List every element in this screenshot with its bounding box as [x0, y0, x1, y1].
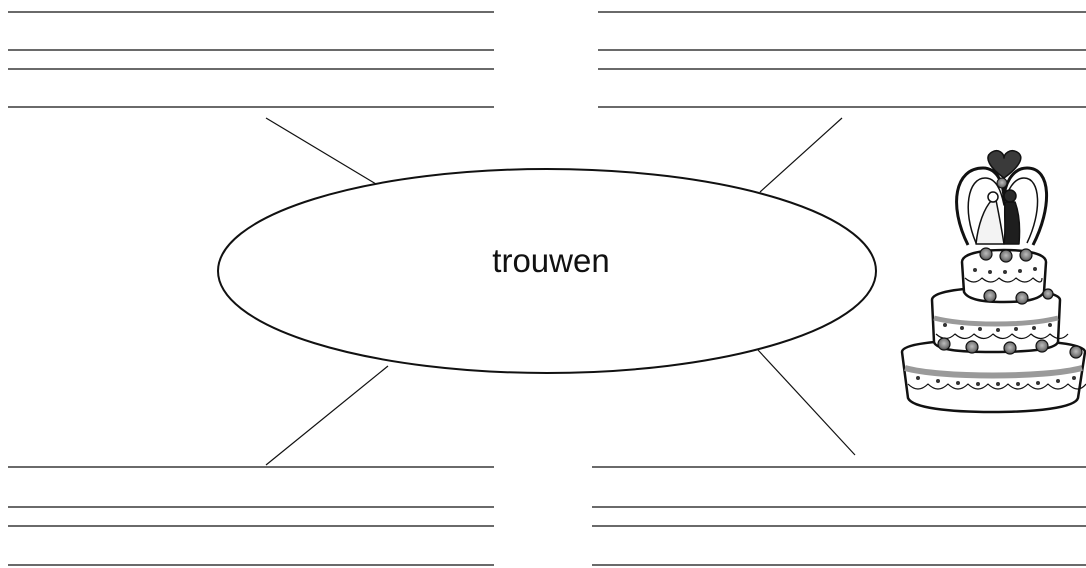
- heart-icon: [987, 149, 1022, 179]
- rose-decoration: [965, 340, 979, 354]
- cake-pearls: [916, 267, 1076, 386]
- pearl-dot: [996, 328, 1000, 332]
- rose-decoration: [1069, 345, 1083, 359]
- bride-head: [987, 191, 999, 203]
- writing-lines-top-right: [598, 11, 1086, 108]
- pearl-dot: [1016, 382, 1020, 386]
- bride-figure: [975, 199, 1005, 245]
- pearl-dot: [1033, 267, 1037, 271]
- center-ellipse: [217, 168, 877, 374]
- pearl-dot: [996, 382, 1000, 386]
- connector-top-left: [265, 117, 377, 185]
- wedding-cake-illustration: [900, 149, 1086, 414]
- topper-flower: [996, 177, 1008, 189]
- writing-lines-bottom-right: [592, 466, 1086, 566]
- pearl-dot: [1072, 376, 1076, 380]
- rose-decoration: [1019, 248, 1033, 262]
- rose-decoration: [1042, 288, 1054, 300]
- cake-tier-bottom-band: [904, 365, 1083, 379]
- connector-lines: [265, 117, 856, 466]
- pearl-dot: [960, 326, 964, 330]
- pearl-dot: [936, 379, 940, 383]
- connector-bottom-right: [757, 349, 856, 456]
- pearl-dot: [1018, 269, 1022, 273]
- rose-decoration: [1015, 291, 1029, 305]
- pearl-dot: [1056, 379, 1060, 383]
- topper-arch-inner: [967, 177, 1039, 244]
- groom-figure: [1003, 201, 1021, 245]
- pearl-dot: [1003, 270, 1007, 274]
- cake-tier-bottom-swag: [907, 383, 1086, 390]
- cake-roses: [937, 247, 1083, 359]
- rose-decoration: [1003, 341, 1017, 355]
- rose-decoration: [937, 337, 951, 351]
- cake-tier-middle-band: [933, 315, 1059, 327]
- pearl-dot: [978, 327, 982, 331]
- writing-lines-bottom-left: [8, 466, 494, 566]
- pearl-dot: [973, 268, 977, 272]
- pearl-dot: [1048, 323, 1052, 327]
- topper-arch: [955, 166, 1049, 246]
- pearl-dot: [1032, 326, 1036, 330]
- cake-tier-top-swag: [964, 277, 1043, 283]
- connector-bottom-left: [265, 365, 389, 466]
- rose-decoration: [999, 249, 1013, 263]
- pearl-dot: [976, 382, 980, 386]
- pearl-dot: [956, 381, 960, 385]
- center-label: trouwen: [492, 242, 610, 279]
- pearl-dot: [1036, 381, 1040, 385]
- pearl-dot: [1014, 327, 1018, 331]
- pearl-dot: [943, 323, 947, 327]
- cake-tier-middle-swag: [935, 333, 1069, 340]
- rose-decoration: [979, 247, 993, 261]
- rose-decoration: [983, 289, 997, 303]
- groom-head: [1003, 189, 1017, 203]
- connector-top-right: [759, 117, 843, 193]
- pearl-dot: [916, 376, 920, 380]
- pearl-dot: [988, 270, 992, 274]
- rose-decoration: [1035, 339, 1049, 353]
- writing-lines-top-left: [8, 11, 494, 108]
